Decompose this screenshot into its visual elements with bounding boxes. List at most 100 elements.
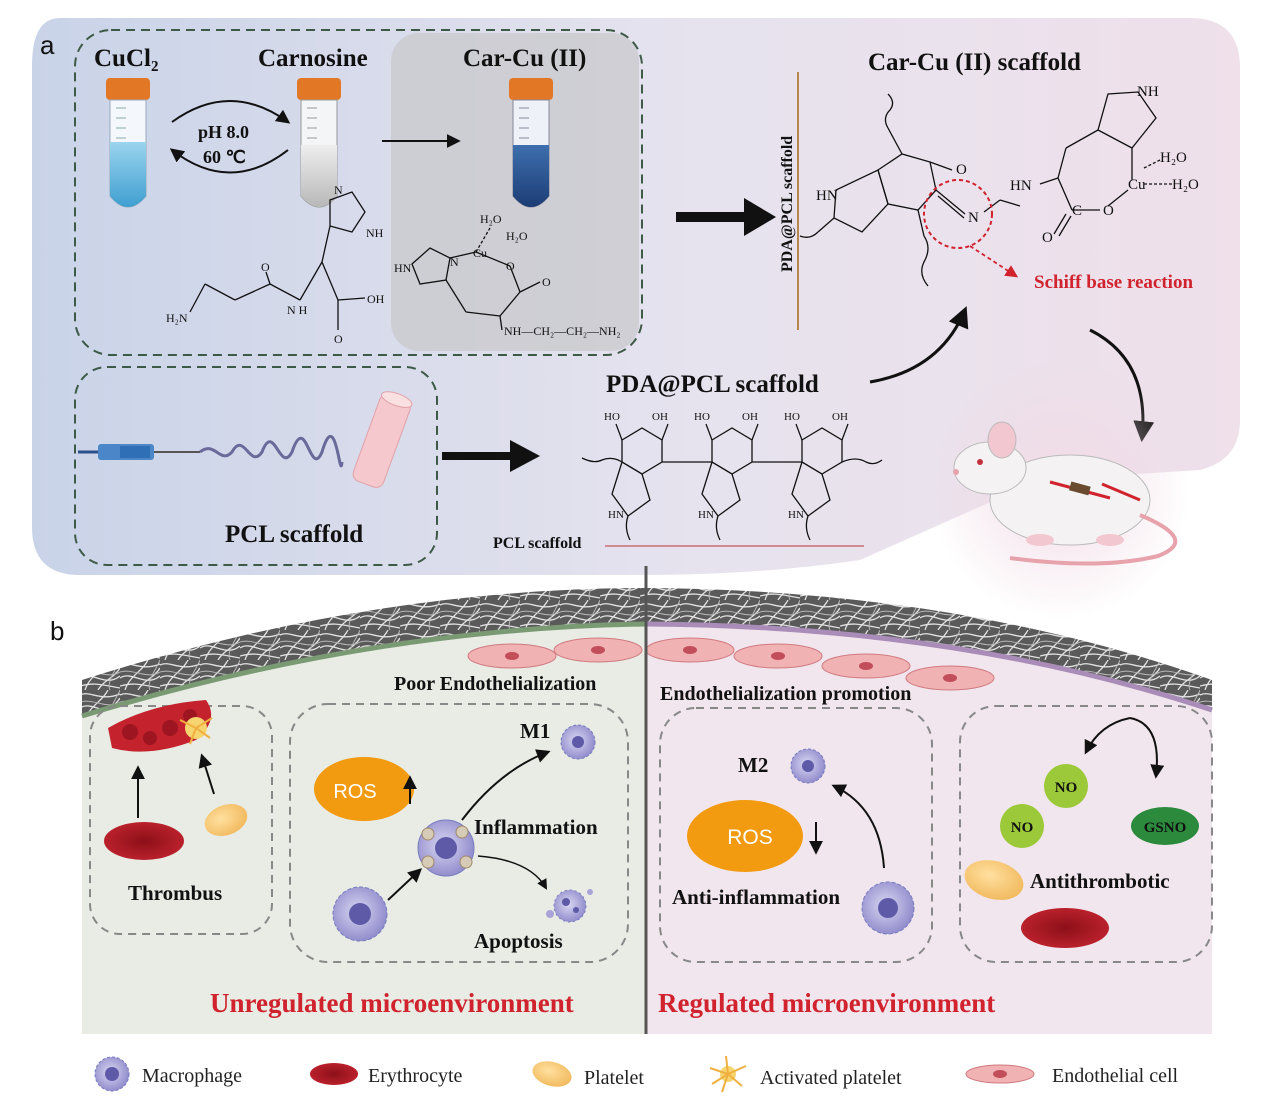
atom-label: H₂O bbox=[480, 212, 502, 226]
no-molecule-icon bbox=[1044, 764, 1088, 808]
carcu-scaffold-structure bbox=[799, 91, 1172, 287]
gsno-label: GSNO bbox=[1144, 820, 1187, 836]
left-microenvironment-bg bbox=[82, 618, 646, 1034]
atom-label: OH bbox=[652, 411, 668, 423]
schiff-base-arrow bbox=[969, 245, 1019, 278]
atom-label: O bbox=[1042, 230, 1053, 246]
atom-label: O bbox=[334, 332, 343, 346]
electrospinning-syringe-icon bbox=[78, 434, 344, 468]
arrow-to-m1 bbox=[461, 749, 551, 821]
ros-oval-left bbox=[314, 757, 414, 821]
curved-arrow-pda-to-carcu bbox=[869, 306, 969, 384]
atom-label: N bbox=[334, 183, 343, 197]
atom-label: HN bbox=[698, 509, 714, 521]
atom-label: HN bbox=[1010, 178, 1032, 194]
inflammation-box bbox=[289, 703, 629, 963]
endothelial-nuclei bbox=[505, 646, 957, 682]
atom-label: O bbox=[261, 260, 270, 274]
poor-endothelialization-label: Poor Endothelialization bbox=[394, 673, 596, 695]
atom-label: N bbox=[450, 255, 459, 269]
pda-pcl-scaffold-title: PDA@PCL scaffold bbox=[606, 371, 819, 398]
atom-label: HN bbox=[788, 509, 804, 521]
thrombus-label: Thrombus bbox=[128, 881, 222, 905]
reaction-cycle-arrows bbox=[169, 100, 291, 174]
platelet-icon bbox=[204, 804, 248, 836]
atom-label: OH bbox=[367, 292, 385, 306]
arrow-to-m2 bbox=[831, 784, 885, 869]
atom-label: HN bbox=[816, 188, 838, 204]
foam-macrophage-icon bbox=[417, 819, 475, 877]
atom-label: O bbox=[542, 275, 551, 289]
pda-pcl-vertical-label: PDA@PCL scaffold bbox=[779, 136, 796, 272]
legend-item-macrophage: Macrophage bbox=[94, 1056, 242, 1092]
mouse-icon bbox=[953, 421, 1178, 566]
platelet-icon bbox=[964, 860, 1024, 900]
atom-label: HN bbox=[608, 509, 624, 521]
m2-macrophage-icon bbox=[790, 748, 826, 784]
atom-label: H₂O bbox=[1172, 177, 1199, 193]
condition-ph: pH 8.0 bbox=[198, 122, 249, 142]
atom-label: H₂O bbox=[1160, 150, 1187, 166]
carnosine-tube-icon bbox=[297, 78, 341, 208]
arrow-to-apoptosis bbox=[477, 855, 548, 890]
pda-polymer-structure bbox=[581, 423, 883, 541]
platelet-icon bbox=[532, 1061, 572, 1087]
atom-label: HO bbox=[694, 411, 710, 423]
no-label-2: NO bbox=[1011, 820, 1034, 836]
pcl-box bbox=[74, 366, 438, 566]
synthesis-box bbox=[74, 29, 643, 356]
inflammation-label: Inflammation bbox=[474, 815, 598, 839]
block-arrow-to-pda bbox=[442, 440, 540, 472]
erythrocyte-icon bbox=[1021, 908, 1109, 948]
schiff-base-label: Schiff base reaction bbox=[1034, 272, 1193, 293]
endothelial-cell-icon bbox=[965, 1064, 1035, 1084]
erythrocyte-icon bbox=[310, 1063, 358, 1085]
atom-label: H₂N bbox=[166, 311, 188, 325]
no-label-1: NO bbox=[1055, 780, 1078, 796]
atom-label: N bbox=[968, 210, 979, 226]
legend-label: Endothelial cell bbox=[1052, 1065, 1179, 1087]
vessel-wall-right bbox=[645, 621, 1213, 713]
ros-left-label: ROS bbox=[333, 781, 376, 803]
atom-label: O bbox=[956, 162, 967, 178]
resting-macrophage-icon bbox=[332, 886, 388, 942]
thrombus-clot-icon bbox=[108, 700, 213, 752]
condition-temperature: 60 ℃ bbox=[203, 147, 246, 167]
block-arrow-to-carcu-scaffold bbox=[676, 198, 776, 236]
m1-label: M1 bbox=[520, 719, 550, 743]
atom-label: C bbox=[1072, 203, 1082, 219]
panel-a: a CuCl₂ Carnosine Car-Cu (II) bbox=[32, 18, 1240, 620]
atom-label: HN bbox=[394, 261, 412, 275]
gsno-molecule-icon bbox=[1131, 807, 1199, 845]
regulated-microenvironment-label: Regulated microenvironment bbox=[658, 988, 995, 1018]
atom-label: NH bbox=[366, 226, 384, 240]
antithrombotic-label: Antithrombotic bbox=[1030, 869, 1170, 893]
anti-inflammation-macrophage-icon bbox=[861, 881, 915, 935]
arrow-to-no bbox=[1084, 717, 1131, 755]
carcu-tube-icon bbox=[509, 78, 553, 208]
scaffold-fiber-layer bbox=[82, 588, 1212, 716]
atom-label: Cu bbox=[473, 246, 487, 260]
complex-atom-labels: H₂O H₂O Cu HN N O O NH—CH₂—CH₂—NH₂ bbox=[394, 212, 621, 338]
legend-item-platelet: Platelet bbox=[532, 1061, 644, 1089]
carcu-scaffold-title: Car-Cu (II) scaffold bbox=[868, 49, 1081, 76]
atom-label: OH bbox=[742, 411, 758, 423]
carnosine-structure bbox=[189, 191, 366, 330]
ros-right-label: ROS bbox=[727, 826, 773, 849]
apoptotic-cell-icon bbox=[546, 889, 593, 923]
carcu-scaffold-atom-labels: NH H₂O H₂O Cu HN O N HN C O O bbox=[816, 84, 1199, 246]
pcl-scaffold-label: PCL scaffold bbox=[225, 521, 363, 548]
legend: Macrophage Erythrocyte Platelet Activate… bbox=[94, 1055, 1179, 1093]
atom-label: N H bbox=[287, 303, 308, 317]
carcu-label: Car-Cu (II) bbox=[463, 45, 586, 72]
apoptosis-label: Apoptosis bbox=[474, 929, 563, 953]
m2-label: M2 bbox=[738, 753, 768, 777]
atom-label: NH—CH₂—CH₂—NH₂ bbox=[504, 324, 621, 338]
atom-label: H₂O bbox=[506, 229, 528, 243]
legend-item-activated-platelet: Activated platelet bbox=[709, 1055, 902, 1093]
panel-b-label: b bbox=[50, 616, 64, 646]
legend-item-endothelial-cell: Endothelial cell bbox=[965, 1064, 1179, 1087]
unregulated-microenvironment-label: Unregulated microenvironment bbox=[210, 988, 574, 1018]
atom-label: Cu bbox=[1128, 177, 1146, 193]
